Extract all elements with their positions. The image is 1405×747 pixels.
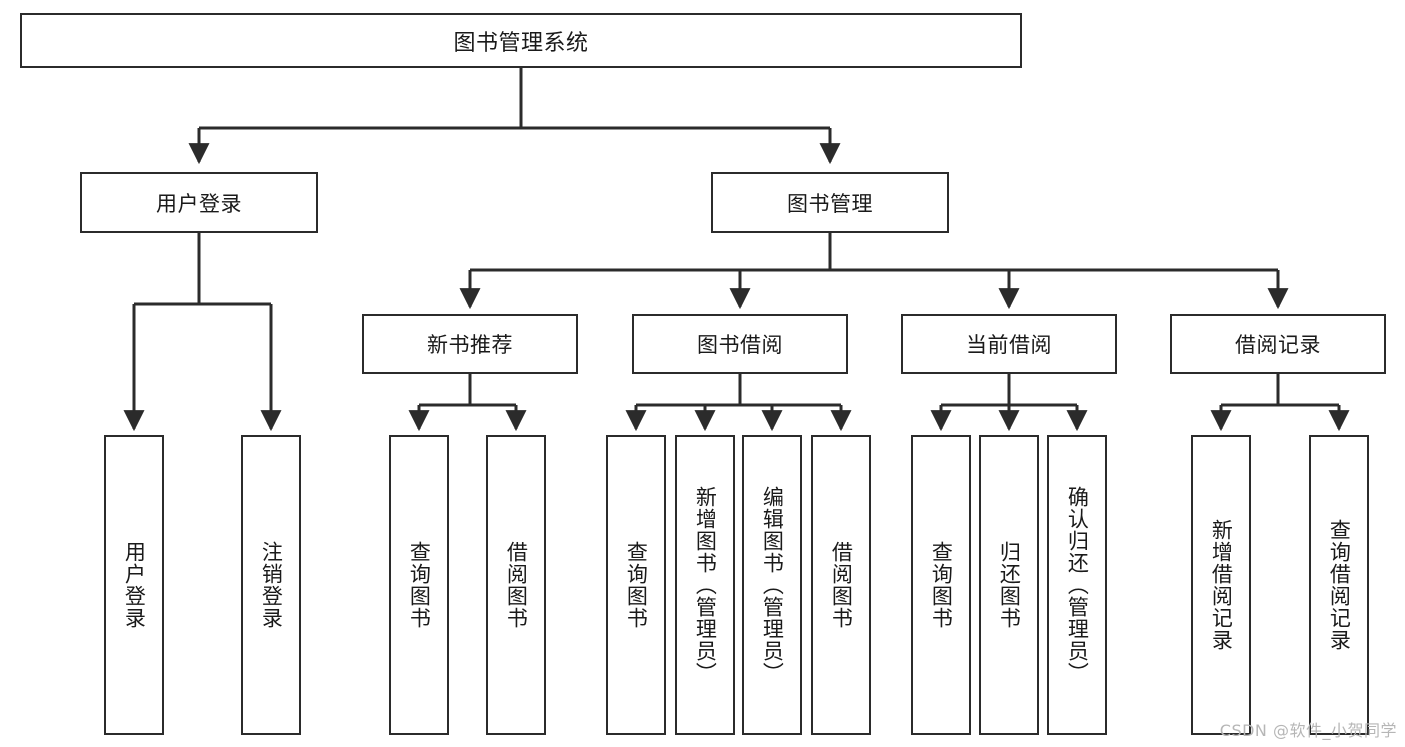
- leaf-borrow-borrow-book[interactable]: 借阅图书: [811, 435, 871, 735]
- node-label: 注销登录: [259, 541, 284, 629]
- node-label: 新书推荐: [427, 333, 513, 357]
- leaf-current-query-book[interactable]: 查询图书: [911, 435, 971, 735]
- node-label: 借阅图书: [829, 541, 854, 629]
- leaf-current-return-book[interactable]: 归还图书: [979, 435, 1039, 735]
- leaf-user-login-signin[interactable]: 用户登录: [104, 435, 164, 735]
- leaf-borrow-add-book-admin[interactable]: 新增图书（管理员）: [675, 435, 735, 735]
- leaf-records-add-record[interactable]: 新增借阅记录: [1191, 435, 1251, 735]
- node-root-system[interactable]: 图书管理系统: [20, 13, 1022, 68]
- node-book-management[interactable]: 图书管理: [711, 172, 949, 233]
- node-label: 查询借阅记录: [1327, 519, 1352, 651]
- node-borrow-records[interactable]: 借阅记录: [1170, 314, 1386, 374]
- node-new-book-recommend[interactable]: 新书推荐: [362, 314, 578, 374]
- node-label: 查询图书: [407, 541, 432, 629]
- node-label: 用户登录: [156, 191, 242, 216]
- node-label: 图书借阅: [697, 333, 783, 357]
- leaf-current-confirm-return-admin[interactable]: 确认归还（管理员）: [1047, 435, 1107, 735]
- node-label: 借阅图书: [504, 541, 529, 629]
- leaf-new-book-query[interactable]: 查询图书: [389, 435, 449, 735]
- node-label: 查询图书: [929, 541, 954, 629]
- node-label: 归还图书: [997, 541, 1022, 629]
- node-label: 确认归还（管理员）: [1065, 486, 1090, 684]
- leaf-user-login-signout[interactable]: 注销登录: [241, 435, 301, 735]
- leaf-records-query-record[interactable]: 查询借阅记录: [1309, 435, 1369, 735]
- node-label: 图书管理: [787, 191, 873, 216]
- node-label: 查询图书: [624, 541, 649, 629]
- node-label: 当前借阅: [966, 333, 1052, 357]
- node-book-borrow[interactable]: 图书借阅: [632, 314, 848, 374]
- leaf-borrow-query-book[interactable]: 查询图书: [606, 435, 666, 735]
- node-label: 用户登录: [122, 541, 147, 629]
- node-label: 图书管理系统: [453, 30, 589, 56]
- watermark-text: CSDN @软件_小贺同学: [1219, 721, 1397, 740]
- node-label: 新增图书（管理员）: [693, 486, 718, 684]
- node-user-login[interactable]: 用户登录: [80, 172, 318, 233]
- leaf-new-book-borrow[interactable]: 借阅图书: [486, 435, 546, 735]
- node-label: 新增借阅记录: [1209, 519, 1234, 651]
- node-label: 编辑图书（管理员）: [760, 486, 785, 684]
- leaf-borrow-edit-book-admin[interactable]: 编辑图书（管理员）: [742, 435, 802, 735]
- node-current-borrow[interactable]: 当前借阅: [901, 314, 1117, 374]
- node-label: 借阅记录: [1235, 333, 1321, 357]
